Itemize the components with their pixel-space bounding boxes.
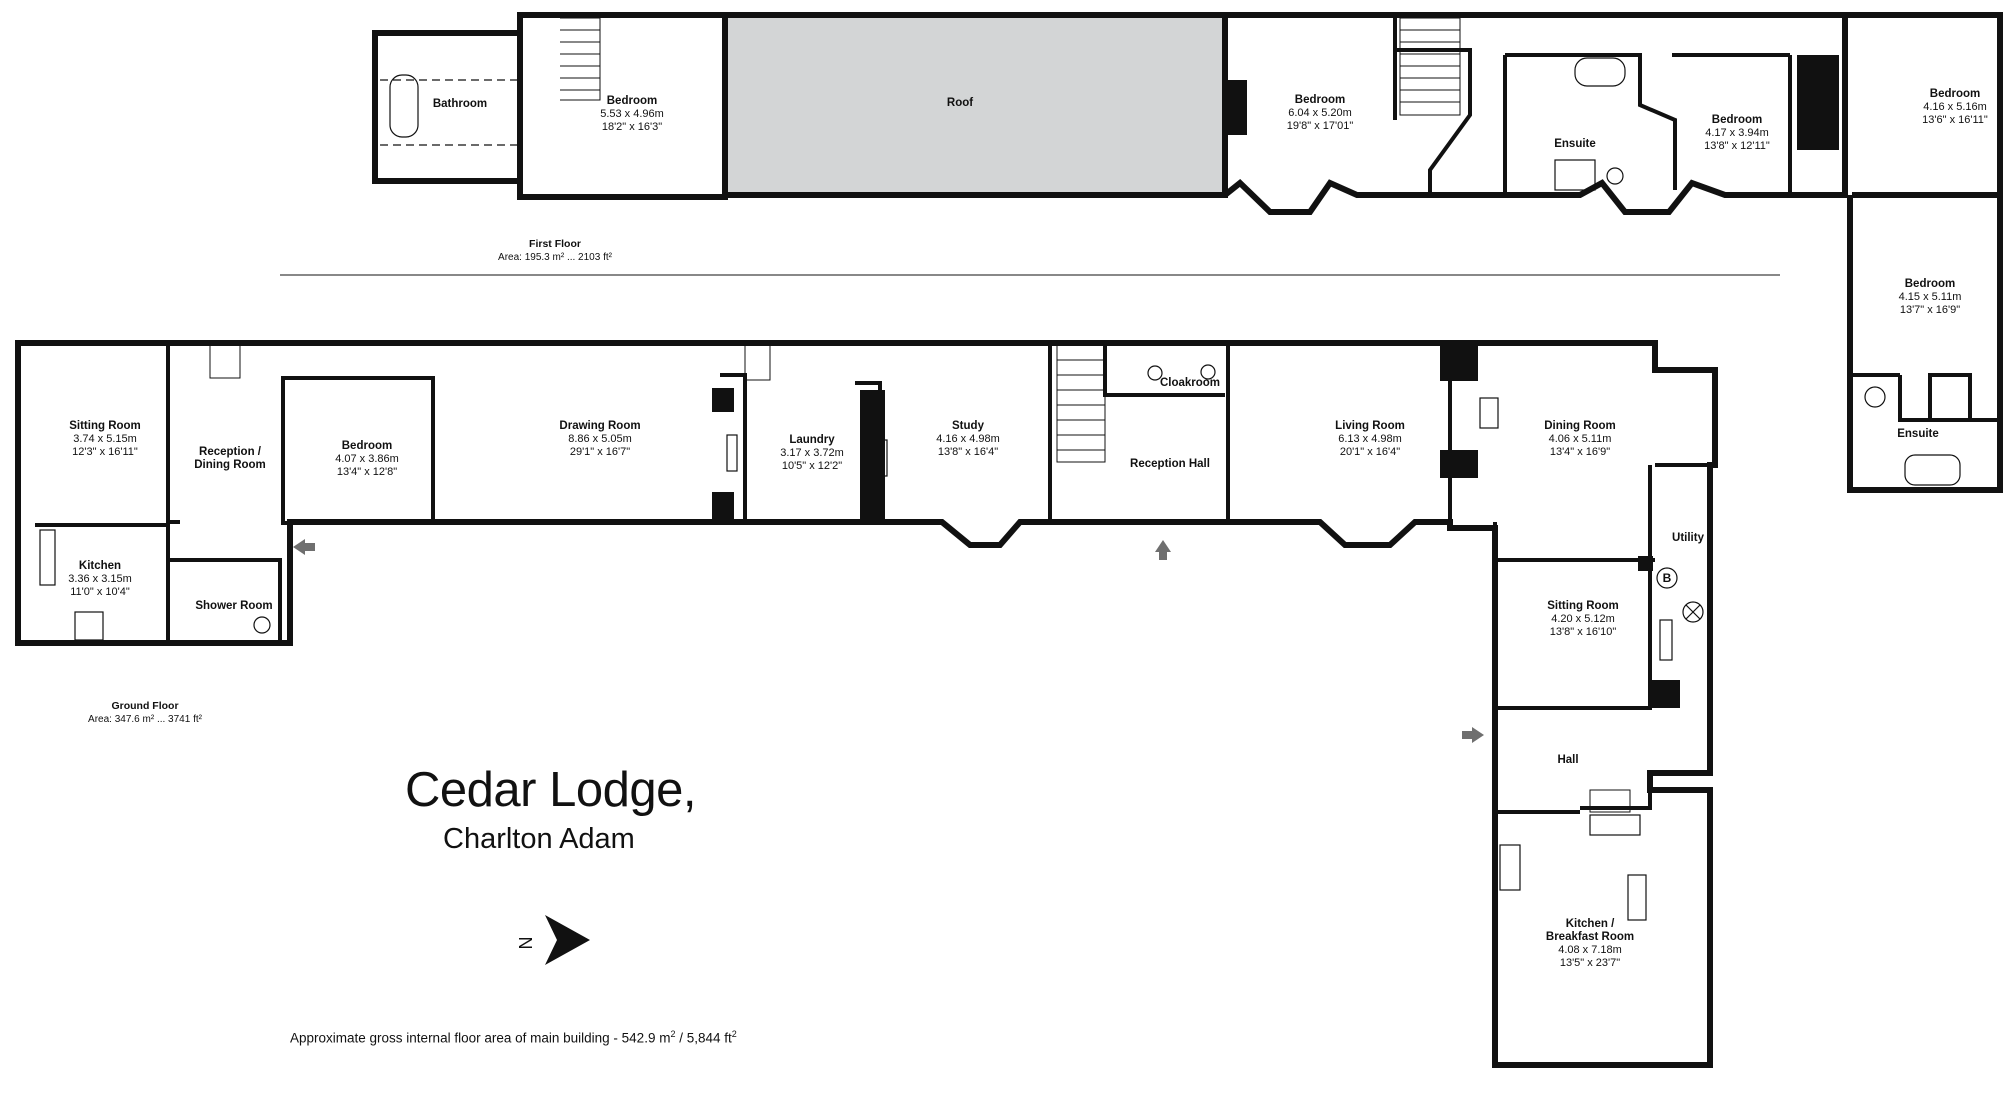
ground-floor-stairs bbox=[209, 342, 1631, 813]
room-reception-dining: Reception /Dining Room bbox=[194, 446, 266, 471]
room-roof: Roof bbox=[946, 97, 974, 109]
room-ensuite-ff1: Ensuite bbox=[1554, 138, 1596, 150]
property-location: Charlton Adam bbox=[443, 823, 635, 855]
first-floor-fittings bbox=[380, 57, 1961, 486]
compass-icon bbox=[545, 915, 590, 965]
first-floor-stairs bbox=[560, 17, 1461, 116]
room-reception-hall: Reception Hall bbox=[1130, 458, 1210, 470]
entrance-arrows bbox=[293, 539, 1484, 743]
first-floor-walls bbox=[372, 12, 2003, 493]
room-ensuite-ff2: Ensuite bbox=[1897, 428, 1939, 440]
entrance-arrow-icon bbox=[1155, 540, 1171, 560]
room-utility: Utility bbox=[1672, 532, 1704, 544]
chimney-breasts bbox=[1227, 55, 1839, 150]
entrance-arrow-icon bbox=[293, 539, 315, 555]
roof-area bbox=[722, 12, 1228, 198]
ground-chimneys bbox=[712, 345, 1680, 708]
boiler-icon: B bbox=[1663, 571, 1672, 585]
room-shower-room: Shower Room bbox=[195, 600, 273, 612]
room-bathroom: Bathroom bbox=[432, 98, 488, 110]
property-title: Cedar Lodge, bbox=[405, 763, 696, 817]
first-floor-internal bbox=[1223, 15, 2000, 422]
room-cloakroom: Cloakroom bbox=[1159, 377, 1221, 389]
entrance-arrow-icon bbox=[1462, 727, 1484, 743]
compass-letter: N bbox=[516, 937, 536, 950]
gross-area-note: Approximate gross internal floor area of… bbox=[290, 1029, 737, 1046]
room-hall: Hall bbox=[1557, 754, 1579, 766]
ground-floor-internal bbox=[35, 343, 1715, 814]
ground-floor-walls bbox=[15, 340, 1718, 1068]
